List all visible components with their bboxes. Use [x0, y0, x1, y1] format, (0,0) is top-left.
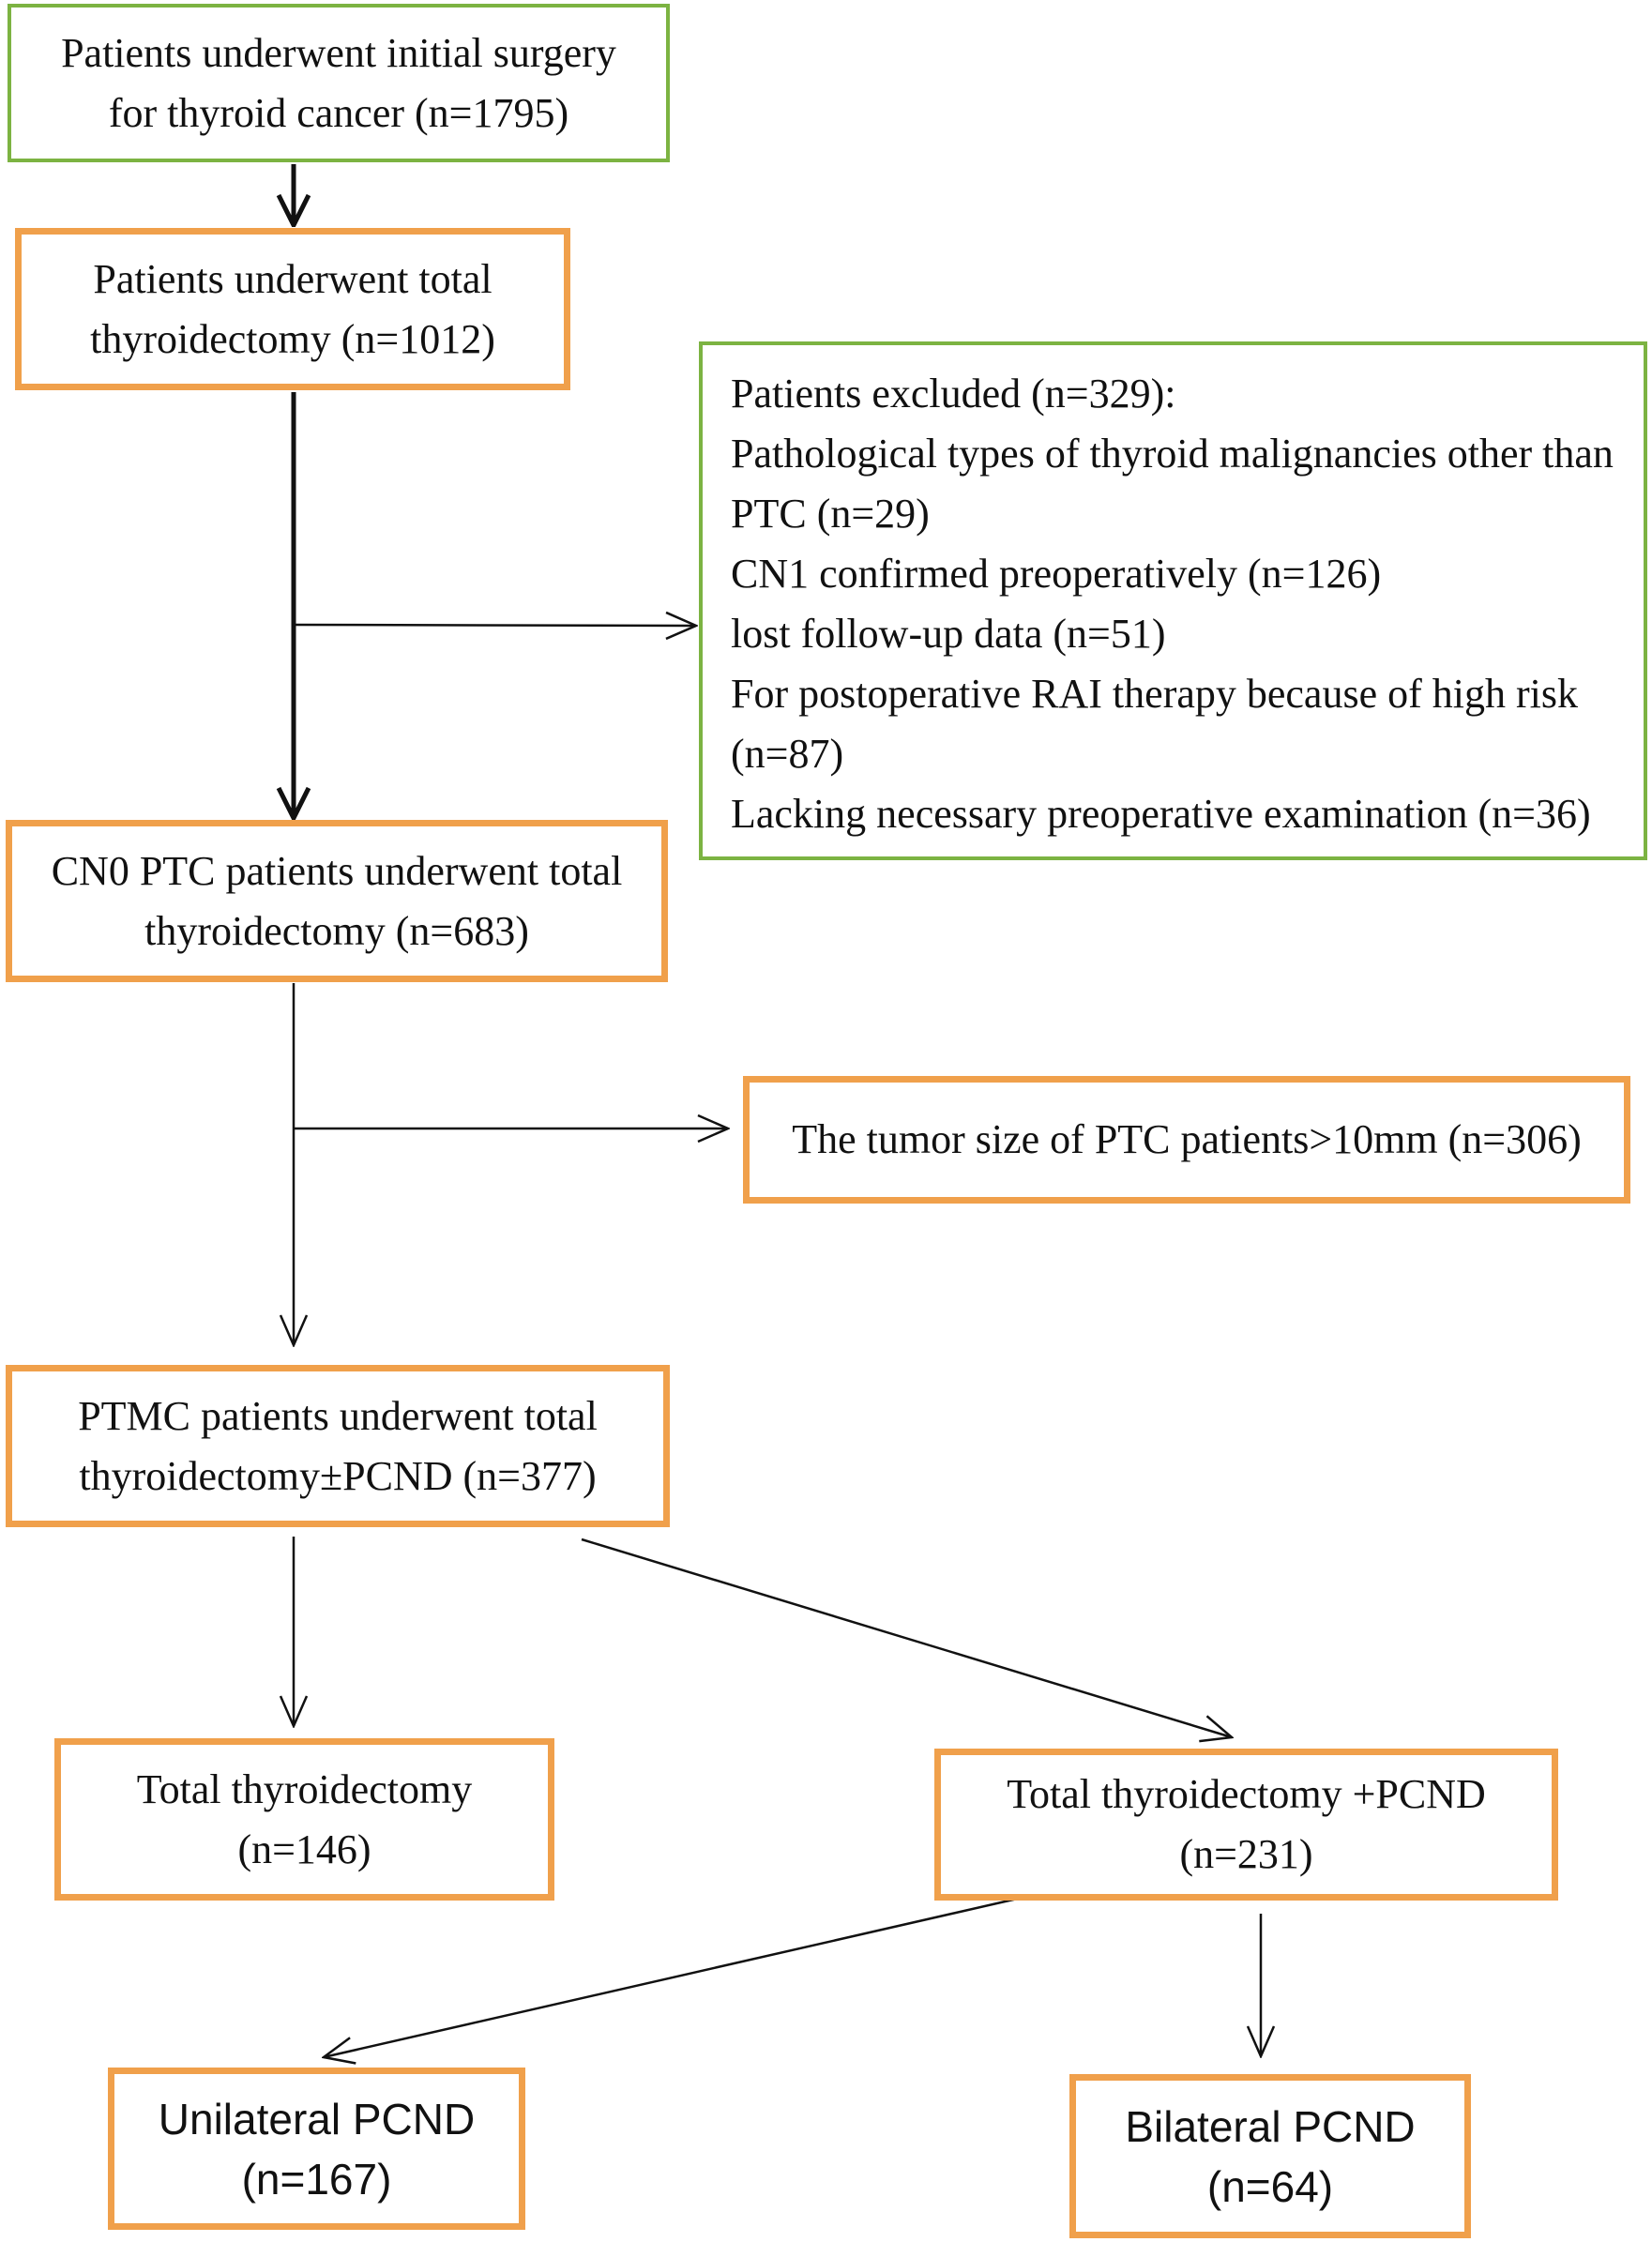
box-total-thyroidectomy-only: Total thyroidectomy (n=146) [54, 1738, 554, 1901]
box-text: Patients underwent initial surgery [61, 29, 616, 76]
excluded-item: Lacking necessary preoperative examinati… [731, 791, 1591, 837]
excluded-item: PTC (n=29) [731, 491, 930, 537]
excluded-heading: Patients excluded (n=329): [731, 371, 1176, 417]
excluded-item: For postoperative RAI therapy because of… [731, 671, 1578, 717]
arrow-pcnd-to-unilateral [324, 1896, 1023, 2057]
box-text: (n=64) [1206, 2161, 1334, 2211]
box-text: The tumor size of PTC patients>10mm (n=3… [792, 1116, 1582, 1162]
box-patients-excluded: Patients excluded (n=329): Pathological … [699, 341, 1647, 860]
excluded-item: lost follow-up data (n=51) [731, 611, 1166, 657]
box-total-thyroidectomy-pcnd: Total thyroidectomy +PCND (n=231) [934, 1749, 1558, 1901]
box-text: Total thyroidectomy +PCND [1007, 1771, 1486, 1817]
box-ptmc: PTMC patients underwent total thyroidect… [6, 1365, 670, 1527]
box-text: Bilateral PCND [1125, 2101, 1416, 2151]
box-text: Unilateral PCND [158, 2094, 476, 2144]
box-text: (n=167) [241, 2154, 392, 2204]
box-text: (n=231) [1179, 1831, 1313, 1877]
arrow-to-excluded [293, 625, 696, 626]
excluded-item: CN1 confirmed preoperatively (n=126) [731, 551, 1382, 597]
box-text: thyroidectomy±PCND (n=377) [79, 1452, 597, 1499]
excluded-item: Pathological types of thyroid malignanci… [731, 431, 1614, 477]
box-initial-surgery: Patients underwent initial surgery for t… [8, 4, 670, 162]
box-text: thyroidectomy (n=1012) [90, 315, 495, 362]
box-cn0-ptc: CN0 PTC patients underwent total thyroid… [6, 820, 668, 982]
box-text: thyroidectomy (n=683) [144, 907, 529, 954]
box-unilateral-pcnd: Unilateral PCND (n=167) [108, 2068, 525, 2230]
box-text: Patients underwent total [93, 255, 493, 302]
box-text: PTMC patients underwent total [78, 1392, 598, 1439]
box-text: CN0 PTC patients underwent total [51, 847, 623, 894]
excluded-item: (n=87) [731, 731, 844, 777]
box-text: (n=146) [237, 1825, 371, 1872]
box-text: for thyroid cancer (n=1795) [108, 89, 569, 136]
box-text: Total thyroidectomy [136, 1765, 473, 1812]
box-total-thyroidectomy: Patients underwent total thyroidectomy (… [15, 228, 570, 390]
box-tumor-size-excluded: The tumor size of PTC patients>10mm (n=3… [743, 1076, 1630, 1204]
box-bilateral-pcnd: Bilateral PCND (n=64) [1069, 2074, 1471, 2238]
arrow-ptmc-to-total-pcnd [581, 1538, 1232, 1737]
